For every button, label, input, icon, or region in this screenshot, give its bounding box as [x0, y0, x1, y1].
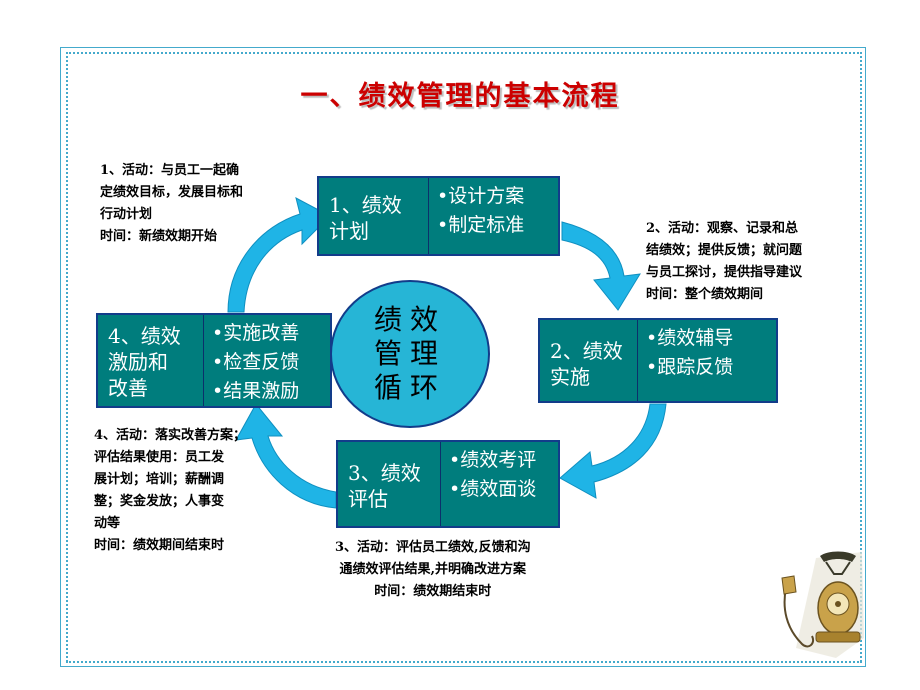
note-line: 时间：整个绩效期间 — [646, 287, 764, 302]
note-line: 结绩效；提供反馈；就问题 — [646, 243, 803, 258]
center-label-line1: 绩效 — [373, 303, 446, 336]
note-line: 3、活动：评估员工绩效,反馈和沟 — [335, 540, 531, 555]
stage-title-line: 实施 — [550, 365, 590, 389]
note-line: 动等 — [94, 516, 121, 531]
note-line: 定绩效目标，发展目标和 — [100, 185, 244, 200]
stage-item: •绩效面谈 — [449, 478, 537, 500]
stage-item: •跟踪反馈 — [646, 356, 734, 378]
stage-item: •设计方案 — [437, 185, 525, 207]
dotted-border-right — [860, 52, 862, 662]
stage-item: •结果激励 — [212, 380, 300, 402]
stage-item: •绩效辅导 — [646, 327, 734, 349]
note-line: 时间：绩效期结束时 — [374, 584, 492, 599]
dotted-border-top — [66, 52, 862, 54]
arrow-evaluate-to-improve — [235, 403, 337, 509]
stage-item: •实施改善 — [212, 322, 300, 344]
stage-title: 2、绩效 实施 — [540, 320, 638, 401]
stage-items: •实施改善 •检查反馈 •结果激励 — [204, 315, 307, 406]
note-line: 4、活动：落实改善方案； — [94, 428, 247, 443]
stage-box-improve: 4、绩效 激励和 改善 •实施改善 •检查反馈 •结果激励 — [96, 313, 332, 408]
center-label-line3: 循环 — [373, 371, 446, 404]
arrow-implement-to-evaluate — [559, 403, 667, 499]
stage-title-line: 2、绩效 — [550, 339, 623, 363]
note-line: 与员工探讨，提供指导建议 — [646, 265, 803, 280]
note-line: 2、活动：观察、记录和总 — [646, 221, 799, 236]
stage-title: 4、绩效 激励和 改善 — [98, 315, 204, 406]
note-line: 整；奖金发放；人事变 — [94, 494, 225, 509]
arrow-improve-to-plan — [227, 197, 331, 313]
stage-box-implement: 2、绩效 实施 •绩效辅导 •跟踪反馈 — [538, 318, 778, 403]
stage-title-line: 4、绩效 — [108, 324, 181, 348]
stage-title-line: 激励和 — [108, 350, 168, 374]
note-line: 行动计划 — [100, 207, 153, 222]
dotted-border-left — [66, 52, 68, 662]
stage-box-plan: 1、绩效 计划 •设计方案 •制定标准 — [317, 176, 560, 256]
stage-items: •绩效辅导 •跟踪反馈 — [638, 320, 741, 401]
stage-title-line: 1、绩效 — [329, 193, 402, 217]
note-line: 展计划；培训；薪酬调 — [94, 472, 225, 487]
stage-item: •绩效考评 — [449, 449, 537, 471]
stage-title-line: 改善 — [108, 376, 148, 400]
stage-title: 3、绩效 评估 — [338, 442, 441, 526]
center-cycle-ellipse: 绩效 管理 循环 — [330, 280, 490, 428]
stage-items: •设计方案 •制定标准 — [429, 178, 532, 254]
center-label-line2: 管理 — [373, 337, 446, 370]
note-line: 通绩效评估结果,并明确改进方案 — [339, 562, 527, 577]
note-line: 时间：绩效期间结束时 — [94, 538, 225, 553]
stage-items: •绩效考评 •绩效面谈 — [441, 442, 544, 526]
dotted-border-bottom — [66, 661, 862, 663]
note-line: 评估结果使用：员工发 — [94, 450, 225, 465]
stage-item: •检查反馈 — [212, 351, 300, 373]
antique-telephone-icon — [781, 551, 864, 658]
stage-item: •制定标准 — [437, 214, 525, 236]
note-plan: 1、活动：与员工一起确 定绩效目标，发展目标和 行动计划 时间：新绩效期开始 — [100, 160, 243, 248]
stage-box-evaluate: 3、绩效 评估 •绩效考评 •绩效面谈 — [336, 440, 560, 528]
slide-title: 一、绩效管理的基本流程 — [300, 81, 620, 112]
note-line: 1、活动：与员工一起确 — [100, 163, 240, 178]
note-evaluate: 3、活动：评估员工绩效,反馈和沟 通绩效评估结果,并明确改进方案 时间：绩效期结… — [335, 537, 531, 603]
arrow-plan-to-implement — [561, 221, 641, 311]
note-line: 时间：新绩效期开始 — [100, 229, 218, 244]
stage-title-line: 评估 — [348, 487, 388, 511]
note-improve: 4、活动：落实改善方案； 评估结果使用：员工发 展计划；培训；薪酬调 整；奖金发… — [94, 425, 246, 557]
stage-title-line: 计划 — [329, 219, 369, 243]
note-implement: 2、活动：观察、记录和总 结绩效；提供反馈；就问题 与员工探讨，提供指导建议 时… — [646, 218, 802, 306]
stage-title: 1、绩效 计划 — [319, 178, 429, 254]
stage-title-line: 3、绩效 — [348, 461, 421, 485]
